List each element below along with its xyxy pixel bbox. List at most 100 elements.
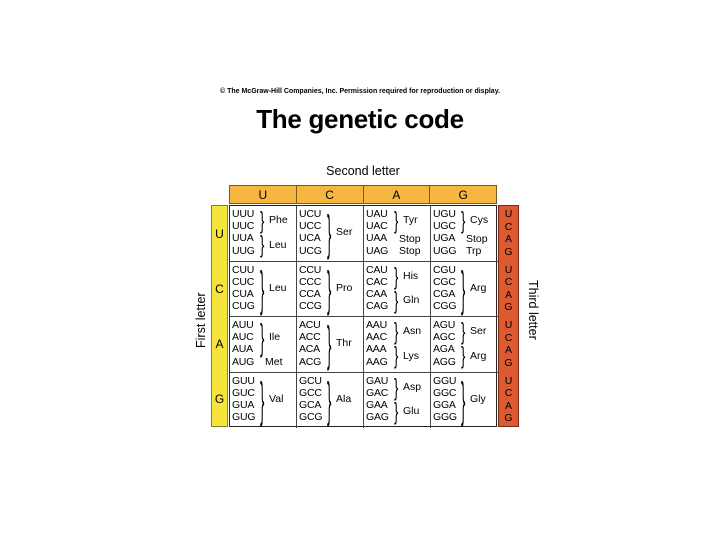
first-letter-header: U C A G xyxy=(211,205,228,427)
codon: GGG xyxy=(433,411,457,424)
codon: CGU xyxy=(433,263,456,276)
codon: CUG xyxy=(232,300,255,313)
codon: CAC xyxy=(366,275,388,288)
amino-acid-label: Met xyxy=(265,355,283,368)
third-letter: C xyxy=(504,387,513,399)
brace-icon: } xyxy=(260,206,265,235)
third-letter: U xyxy=(504,208,513,220)
second-letter-header: U C A G xyxy=(229,185,497,204)
codon: UGG xyxy=(433,244,457,257)
codon: GCA xyxy=(299,398,322,411)
amino-acid-label: Pro xyxy=(336,281,353,294)
codon: CUC xyxy=(232,275,255,288)
third-letter: G xyxy=(504,412,513,424)
codon: GCU xyxy=(299,374,322,387)
codon: CAU xyxy=(366,263,388,276)
codon: UGC xyxy=(433,220,456,233)
codon: CCG xyxy=(299,300,322,313)
codon: UAA xyxy=(366,232,387,245)
codon: AAU xyxy=(366,319,387,331)
brace-icon: } xyxy=(461,370,466,428)
brace-icon: } xyxy=(260,316,265,359)
codon: UCU xyxy=(299,208,322,220)
second-letter-label: Second letter xyxy=(326,164,400,178)
codon: GUA xyxy=(232,398,255,411)
first-letter-c: C xyxy=(215,282,224,296)
amino-acid-label: Cys xyxy=(470,214,489,227)
codon: ACA xyxy=(299,343,320,356)
codon: ACC xyxy=(299,331,321,344)
third-letter: C xyxy=(504,331,513,344)
amino-acid-label: Ser xyxy=(470,325,487,338)
codon: AGC xyxy=(433,331,456,344)
codon: AUC xyxy=(232,331,254,344)
codon: UUG xyxy=(232,244,255,257)
third-letter: C xyxy=(504,276,513,288)
codon: UUC xyxy=(232,220,255,233)
third-letter: G xyxy=(504,301,513,313)
brace-icon: } xyxy=(260,259,265,317)
codon: AAA xyxy=(366,343,387,356)
page-title: The genetic code xyxy=(256,104,464,134)
brace-icon: } xyxy=(394,206,399,235)
codon: CGC xyxy=(433,275,456,288)
codon: GUG xyxy=(232,411,256,424)
codon: UUU xyxy=(232,208,255,220)
first-letter-label: First letter xyxy=(194,292,208,348)
brace-icon: } xyxy=(327,315,332,372)
codon: AGA xyxy=(433,343,455,356)
codon: AUA xyxy=(232,343,253,356)
third-letter: A xyxy=(504,344,512,356)
amino-acid-label: Ile xyxy=(269,331,281,344)
codon: CUU xyxy=(232,263,255,276)
third-letter: U xyxy=(504,374,513,387)
third-letter: A xyxy=(504,288,512,301)
codon: GAG xyxy=(366,411,389,424)
codon: GCG xyxy=(299,411,323,424)
brace-icon: } xyxy=(327,370,332,428)
codon: UAG xyxy=(366,244,389,257)
codon: UGU xyxy=(433,208,456,220)
codon: UCC xyxy=(299,220,322,233)
codon: GGU xyxy=(433,374,457,387)
brace-icon: } xyxy=(327,259,332,317)
amino-acid-label: Gly xyxy=(470,392,486,405)
amino-acid-label: Asp xyxy=(403,380,422,393)
brace-icon: } xyxy=(461,341,466,370)
amino-acid-label: Trp xyxy=(466,244,482,257)
codon: GAC xyxy=(366,386,389,399)
codon: CCA xyxy=(299,287,321,300)
codon: UAC xyxy=(366,220,388,233)
codon: AAC xyxy=(366,331,387,344)
amino-acid-label: Stop xyxy=(466,232,488,245)
codon: ACG xyxy=(299,355,322,368)
third-letter: A xyxy=(504,399,512,412)
amino-acid-label: Asn xyxy=(403,325,422,338)
copyright-notice: © The McGraw-Hill Companies, Inc. Permis… xyxy=(219,88,501,95)
codon: GCC xyxy=(299,386,322,399)
amino-acid-label: Leu xyxy=(269,238,287,251)
brace-icon: } xyxy=(394,317,399,346)
codon: GUU xyxy=(232,374,255,387)
amino-acid-label: His xyxy=(403,269,419,282)
amino-acid-label: Ser xyxy=(336,226,353,239)
codon: CAG xyxy=(366,300,389,313)
amino-acid-label: Lys xyxy=(403,349,419,362)
amino-acid-label: Ala xyxy=(336,392,352,405)
